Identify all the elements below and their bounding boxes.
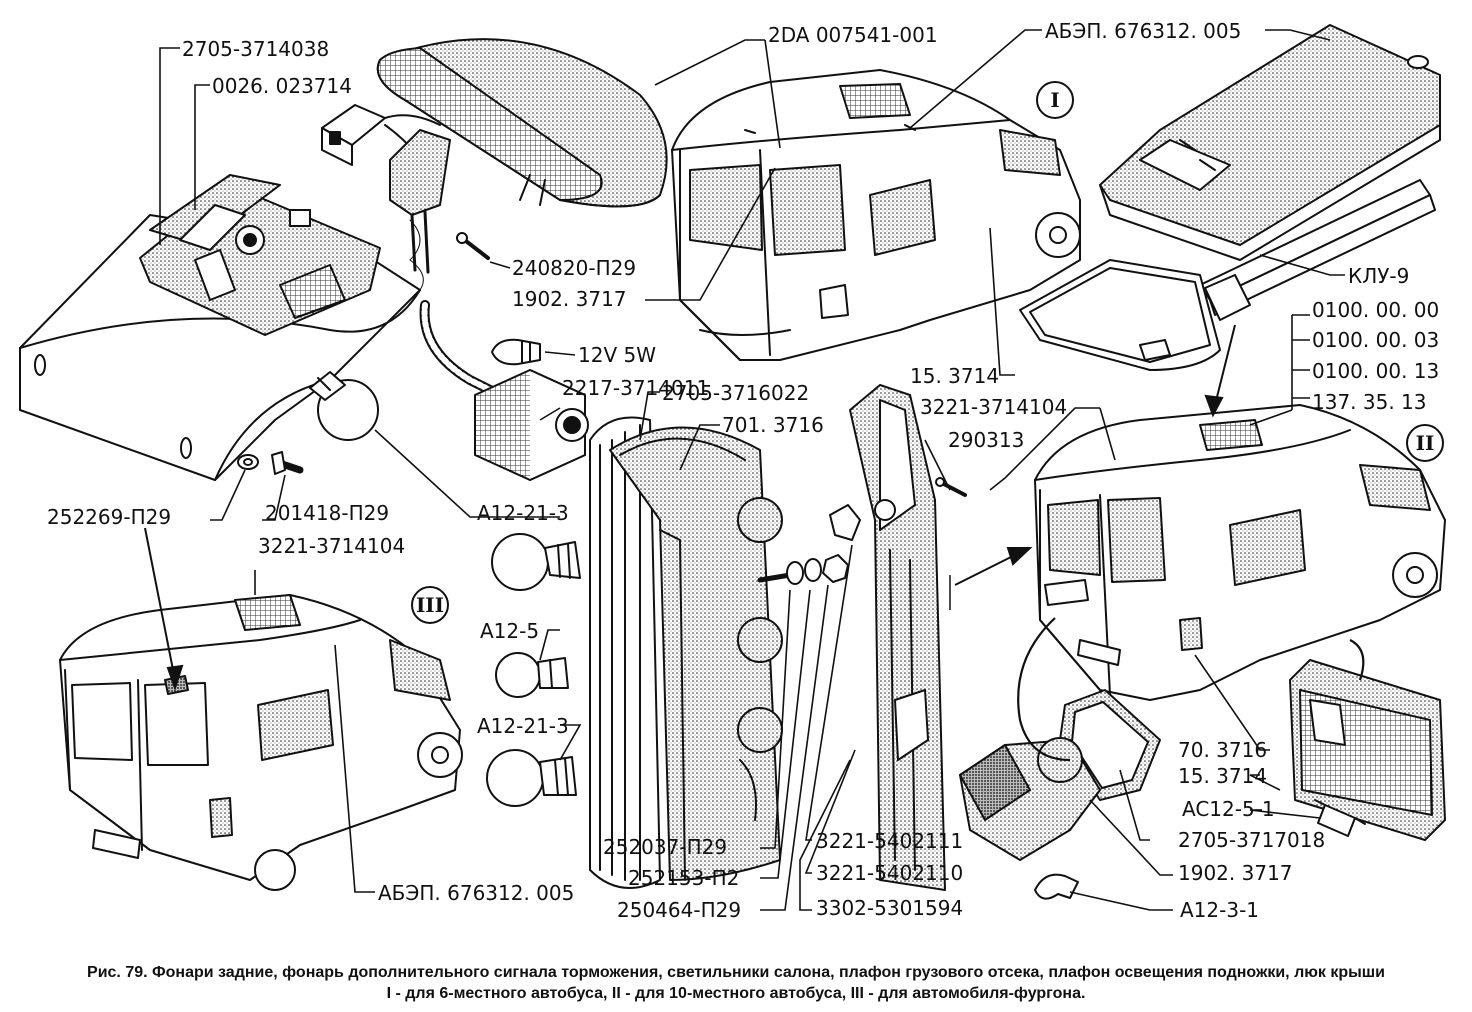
label-a12-3-1: A12-3-1 <box>1180 898 1259 922</box>
label-70-3716: 70. 3716 <box>1178 738 1267 762</box>
bulb-ac12-5-1 <box>1314 799 1366 837</box>
label-252153-p2: 252153-П2 <box>628 866 739 890</box>
label-ac12-5-1: AC12-5-1 <box>1182 797 1275 821</box>
cargo-lamp-lens-plate <box>1289 659 1446 841</box>
bulb-a12-3-1 <box>1034 873 1079 900</box>
washer-252269 <box>237 454 259 470</box>
label-2217-3714011: 2217-3714011 <box>562 376 709 400</box>
variant-label-i: I <box>1050 88 1059 112</box>
label-250464-p29: 250464-П29 <box>617 898 741 922</box>
label-2705-3714038: 2705-3714038 <box>182 37 329 61</box>
label-12v-5w: 12V 5W <box>578 343 656 367</box>
variant-marker-i <box>1036 81 1074 119</box>
cargo-lamp-base <box>1019 259 1221 371</box>
label-201418-p29: 201418-П29 <box>265 501 389 525</box>
label-3221-3714104-right: 3221-3714104 <box>920 395 1067 419</box>
label-2705-3716022: 2705-3716022 <box>662 381 809 405</box>
bulb-a12-21-3-console <box>309 371 379 441</box>
pillar-trim-panel <box>849 384 946 891</box>
footstep-lamp-body <box>959 737 1101 861</box>
rear-lamp-lens <box>589 416 661 889</box>
roof-console-housing <box>19 174 421 481</box>
label-0100-00-03: 0100. 00. 03 <box>1312 328 1439 352</box>
label-2705-3717018: 2705-3717018 <box>1178 828 1325 852</box>
label-abep-676312-005-bottom: АБЭП. 676312. 005 <box>378 881 574 905</box>
variant-marker-ii <box>1406 424 1444 462</box>
label-1902-3717-bottom: 1902. 3717 <box>1178 861 1293 885</box>
leader-lines <box>159 29 1365 911</box>
label-a12-21-3-b: A12-21-3 <box>477 714 569 738</box>
bulb-a12-21-3-upper <box>491 533 581 591</box>
cargo-lamp-tubes <box>1199 179 1436 321</box>
caption-line-1: Рис. 79. Фонари задние, фонарь дополните… <box>87 964 1385 981</box>
van-variant-iii <box>59 594 463 891</box>
cargo-lamp-cover <box>1099 24 1441 261</box>
bulb-12v-5w <box>491 338 541 366</box>
part-labels: 2705-3714038 0026. 023714 2DA 007541-001… <box>47 19 1439 922</box>
label-252269-p29: 252269-П29 <box>47 505 171 529</box>
label-3221-5402110: 3221-5402110 <box>816 861 963 885</box>
stop-lamp-connector <box>321 104 451 291</box>
label-252037-p29: 252037-П29 <box>603 835 727 859</box>
variant-marker-iii <box>411 586 449 624</box>
rear-lamp-housing <box>609 426 783 881</box>
label-3302-5301594: 3302-5301594 <box>816 896 963 920</box>
high-mount-stop-lamp <box>376 38 668 208</box>
label-0026-023714: 0026. 023714 <box>212 74 352 98</box>
label-701-3716: 701. 3716 <box>722 413 824 437</box>
label-2da-007541-001: 2DA 007541-001 <box>768 23 938 47</box>
clip-and-screw <box>829 477 967 541</box>
label-3221-5402111: 3221-5402111 <box>816 829 963 853</box>
label-137-35-13: 137. 35. 13 <box>1312 390 1427 414</box>
assembly-arrows <box>144 324 1236 692</box>
variant-label-iii: III <box>416 593 444 617</box>
bolt-201418 <box>271 451 304 475</box>
label-a12-5: A12-5 <box>480 619 539 643</box>
variant-label-ii: II <box>1416 431 1435 455</box>
bulb-a12-5 <box>495 652 569 698</box>
label-15-3714-bottom: 15. 3714 <box>1178 764 1267 788</box>
label-0100-00-13: 0100. 00. 13 <box>1312 359 1439 383</box>
figure-caption: Рис. 79. Фонари задние, фонарь дополните… <box>0 962 1472 1004</box>
stud-nut-washers <box>757 554 849 585</box>
label-15-3714-top: 15. 3714 <box>910 364 999 388</box>
label-0100-00-00: 0100. 00. 00 <box>1312 298 1439 322</box>
van-variant-i <box>671 69 1081 361</box>
label-240820-p29: 240820-П29 <box>512 256 636 280</box>
label-abep-676312-005-top: АБЭП. 676312. 005 <box>1045 19 1241 43</box>
bulb-a12-21-3-lower <box>486 749 577 807</box>
screw-240820 <box>456 232 490 260</box>
label-1902-3717-top: 1902. 3717 <box>512 287 627 311</box>
label-a12-21-3-a: A12-21-3 <box>477 501 569 525</box>
label-290313: 290313 <box>948 428 1024 452</box>
label-klu-9: КЛУ-9 <box>1348 264 1409 288</box>
label-3221-3714104-left: 3221-3714104 <box>258 534 405 558</box>
caption-line-2: I - для 6-местного автобуса, II - для 10… <box>386 985 1086 1002</box>
harness-connector <box>419 300 589 481</box>
van-variant-ii <box>1034 404 1446 701</box>
parts-diagram: 2705-3714038 0026. 023714 2DA 007541-001… <box>19 19 1446 922</box>
